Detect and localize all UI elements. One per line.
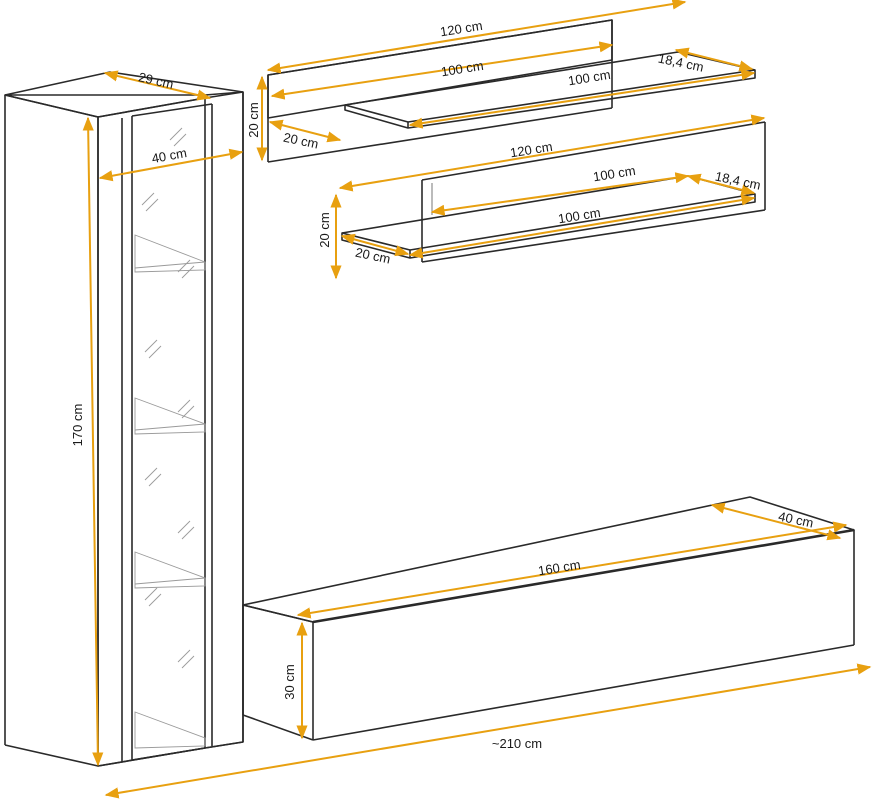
shelf2-height-label: 20 cm xyxy=(317,212,332,247)
shelf1-board-length-label: 100 cm xyxy=(567,67,611,88)
shelf1-depth-label: 20 cm xyxy=(282,130,320,152)
dimension-labels: 170 cm 29 cm 40 cm 120 cm 100 cm 100 cm … xyxy=(70,18,815,751)
cabinet-width-label: 40 cm xyxy=(150,145,187,166)
total-width-label: ~210 cm xyxy=(492,736,542,751)
tv-unit-length-label: 160 cm xyxy=(537,557,581,578)
upper-wall-shelf xyxy=(267,19,756,163)
tv-unit-depth-label: 40 cm xyxy=(777,509,815,531)
shelf1-back-length-label: 120 cm xyxy=(439,18,483,39)
tall-glass-cabinet xyxy=(4,71,244,767)
shelf2-depth-label: 20 cm xyxy=(354,245,392,267)
cabinet-depth-label: 29 cm xyxy=(137,69,175,92)
cabinet-height-label: 170 cm xyxy=(70,404,85,447)
tv-unit-height-label: 30 cm xyxy=(282,664,297,699)
shelf2-back-length-label: 120 cm xyxy=(509,139,553,160)
shelf2-board-length-label: 100 cm xyxy=(557,205,601,226)
shelf1-board-depth-label: 18,4 cm xyxy=(657,50,705,74)
tv-unit xyxy=(242,496,855,741)
shelf1-height-label: 20 cm xyxy=(246,102,261,137)
shelf2-top-length-label: 100 cm xyxy=(592,163,636,184)
lower-wall-shelf xyxy=(341,121,766,263)
dimension-lines xyxy=(82,0,872,799)
shelf1-top-length-label: 100 cm xyxy=(440,58,484,79)
